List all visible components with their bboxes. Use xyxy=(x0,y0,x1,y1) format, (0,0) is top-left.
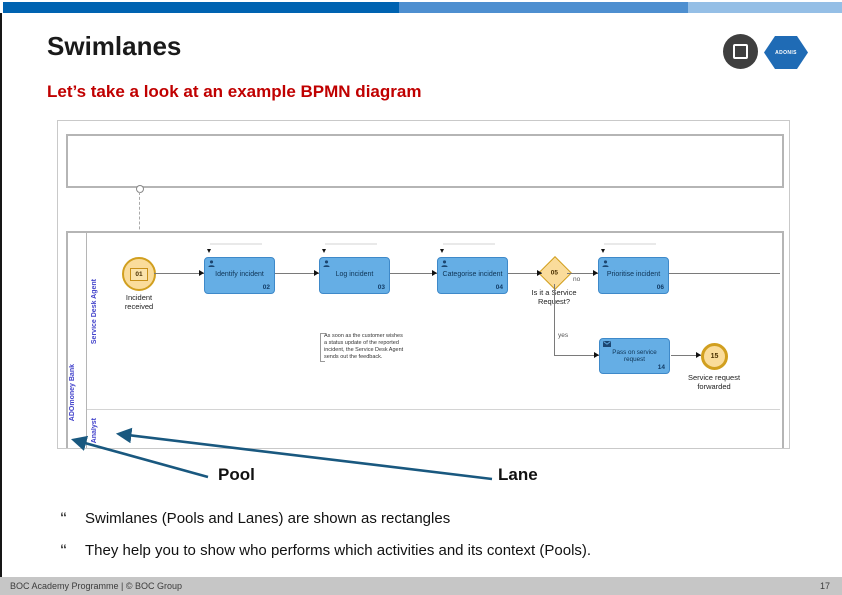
branch-yes-label: yes xyxy=(558,332,569,339)
task-number: 06 xyxy=(656,283,664,291)
top-bar-dark xyxy=(3,2,399,13)
lane-divider xyxy=(87,409,780,410)
bpmn-task-categorise-incident: Categorise incident 04 xyxy=(437,257,508,294)
bpmn-task-prioritise-incident: Prioritise incident 06 xyxy=(598,257,669,294)
end-event-label: Service request forwarded xyxy=(687,373,741,391)
flow-arrowhead xyxy=(593,270,598,276)
faded-line xyxy=(325,243,377,245)
faded-line xyxy=(443,243,495,245)
task-label: Log incident xyxy=(335,271,374,279)
square-in-circle-icon xyxy=(723,34,758,69)
sequence-flow xyxy=(669,273,780,274)
main-pool xyxy=(66,231,784,448)
person-icon xyxy=(602,260,609,267)
quote-bullet-icon: “ xyxy=(60,541,67,557)
start-event: 01 xyxy=(122,257,156,291)
bpmn-task-log-incident: Log incident 03 xyxy=(319,257,390,294)
left-edge-line xyxy=(0,13,2,595)
bpmn-task-identify-incident: Identify incident 02 xyxy=(204,257,275,294)
adonis-logo: ADONIS xyxy=(764,36,808,69)
sequence-flow xyxy=(554,355,599,356)
message-flow-origin xyxy=(136,185,144,193)
top-bar-light xyxy=(688,2,842,13)
branch-no-label: no xyxy=(573,276,581,283)
lane-label-service-desk-agent: Service Desk Agent xyxy=(91,279,98,345)
message-arrowhead xyxy=(207,249,211,253)
task-number: 04 xyxy=(495,283,503,291)
footer-bar: BOC Academy Programme | © BOC Group 17 xyxy=(0,577,842,595)
sequence-flow xyxy=(275,273,319,274)
message-arrowhead xyxy=(440,249,444,253)
bpmn-diagram: ADOmoney Bank Service Desk Agent Analyst… xyxy=(57,120,790,449)
end-event-id: 15 xyxy=(710,353,719,360)
task-number: 02 xyxy=(262,283,270,291)
text-annotation: As soon as the customer wishes a status … xyxy=(320,333,404,362)
flow-arrowhead xyxy=(432,270,437,276)
pool-label-divider xyxy=(86,231,87,448)
start-event-label: Incident received xyxy=(124,293,154,311)
page-number: 17 xyxy=(819,581,830,591)
bullet-item: “ They help you to show who performs whi… xyxy=(60,541,800,561)
sequence-flow xyxy=(508,273,542,274)
page-title: Swimlanes xyxy=(47,31,182,61)
task-number: 14 xyxy=(657,363,665,371)
pool-label: ADOmoney Bank xyxy=(69,364,76,422)
sequence-flow xyxy=(154,273,204,274)
bullet-item: “ Swimlanes (Pools and Lanes) are shown … xyxy=(60,509,800,529)
gateway-label: Is it a Service Request? xyxy=(531,288,577,306)
faded-line xyxy=(604,243,656,245)
person-icon xyxy=(208,260,215,267)
task-label: Identify incident xyxy=(215,271,264,279)
sequence-flow xyxy=(567,273,598,274)
end-event: 15 xyxy=(701,343,728,370)
quote-bullet-icon: “ xyxy=(60,509,67,525)
sequence-flow xyxy=(554,284,555,356)
flow-arrowhead xyxy=(314,270,319,276)
message-icon xyxy=(603,341,611,347)
task-label: Prioritise incident xyxy=(606,271,661,279)
bpmn-task-pass-on-service-request: Pass on service request 14 xyxy=(599,338,670,374)
task-label: Categorise incident xyxy=(442,271,503,279)
flow-arrowhead xyxy=(594,352,599,358)
top-bar-mid xyxy=(399,2,688,13)
flow-arrowhead xyxy=(696,352,701,358)
sequence-flow xyxy=(671,355,701,356)
footer-text: BOC Academy Programme | © BOC Group xyxy=(10,581,183,591)
message-arrowhead xyxy=(322,249,326,253)
task-label: Pass on service request xyxy=(612,348,657,363)
message-flow-line xyxy=(139,192,140,249)
pool-callout-label: Pool xyxy=(218,465,255,484)
sequence-flow xyxy=(390,273,437,274)
bullet-text: They help you to show who performs which… xyxy=(85,542,592,559)
collapsed-pool xyxy=(66,134,784,188)
person-icon xyxy=(323,260,330,267)
gateway-id: 05 xyxy=(551,269,559,277)
lane-label-analyst: Analyst xyxy=(91,418,98,444)
faded-line xyxy=(210,243,262,245)
start-event-id: 01 xyxy=(130,267,148,281)
page-subtitle: Let’s take a look at an example BPMN dia… xyxy=(47,82,422,101)
person-icon xyxy=(441,260,448,267)
task-number: 03 xyxy=(377,283,385,291)
flow-arrowhead xyxy=(199,270,204,276)
flow-arrowhead xyxy=(537,270,542,276)
lane-callout-label: Lane xyxy=(498,465,538,484)
bullet-text: Swimlanes (Pools and Lanes) are shown as… xyxy=(85,510,451,527)
message-arrowhead xyxy=(601,249,605,253)
